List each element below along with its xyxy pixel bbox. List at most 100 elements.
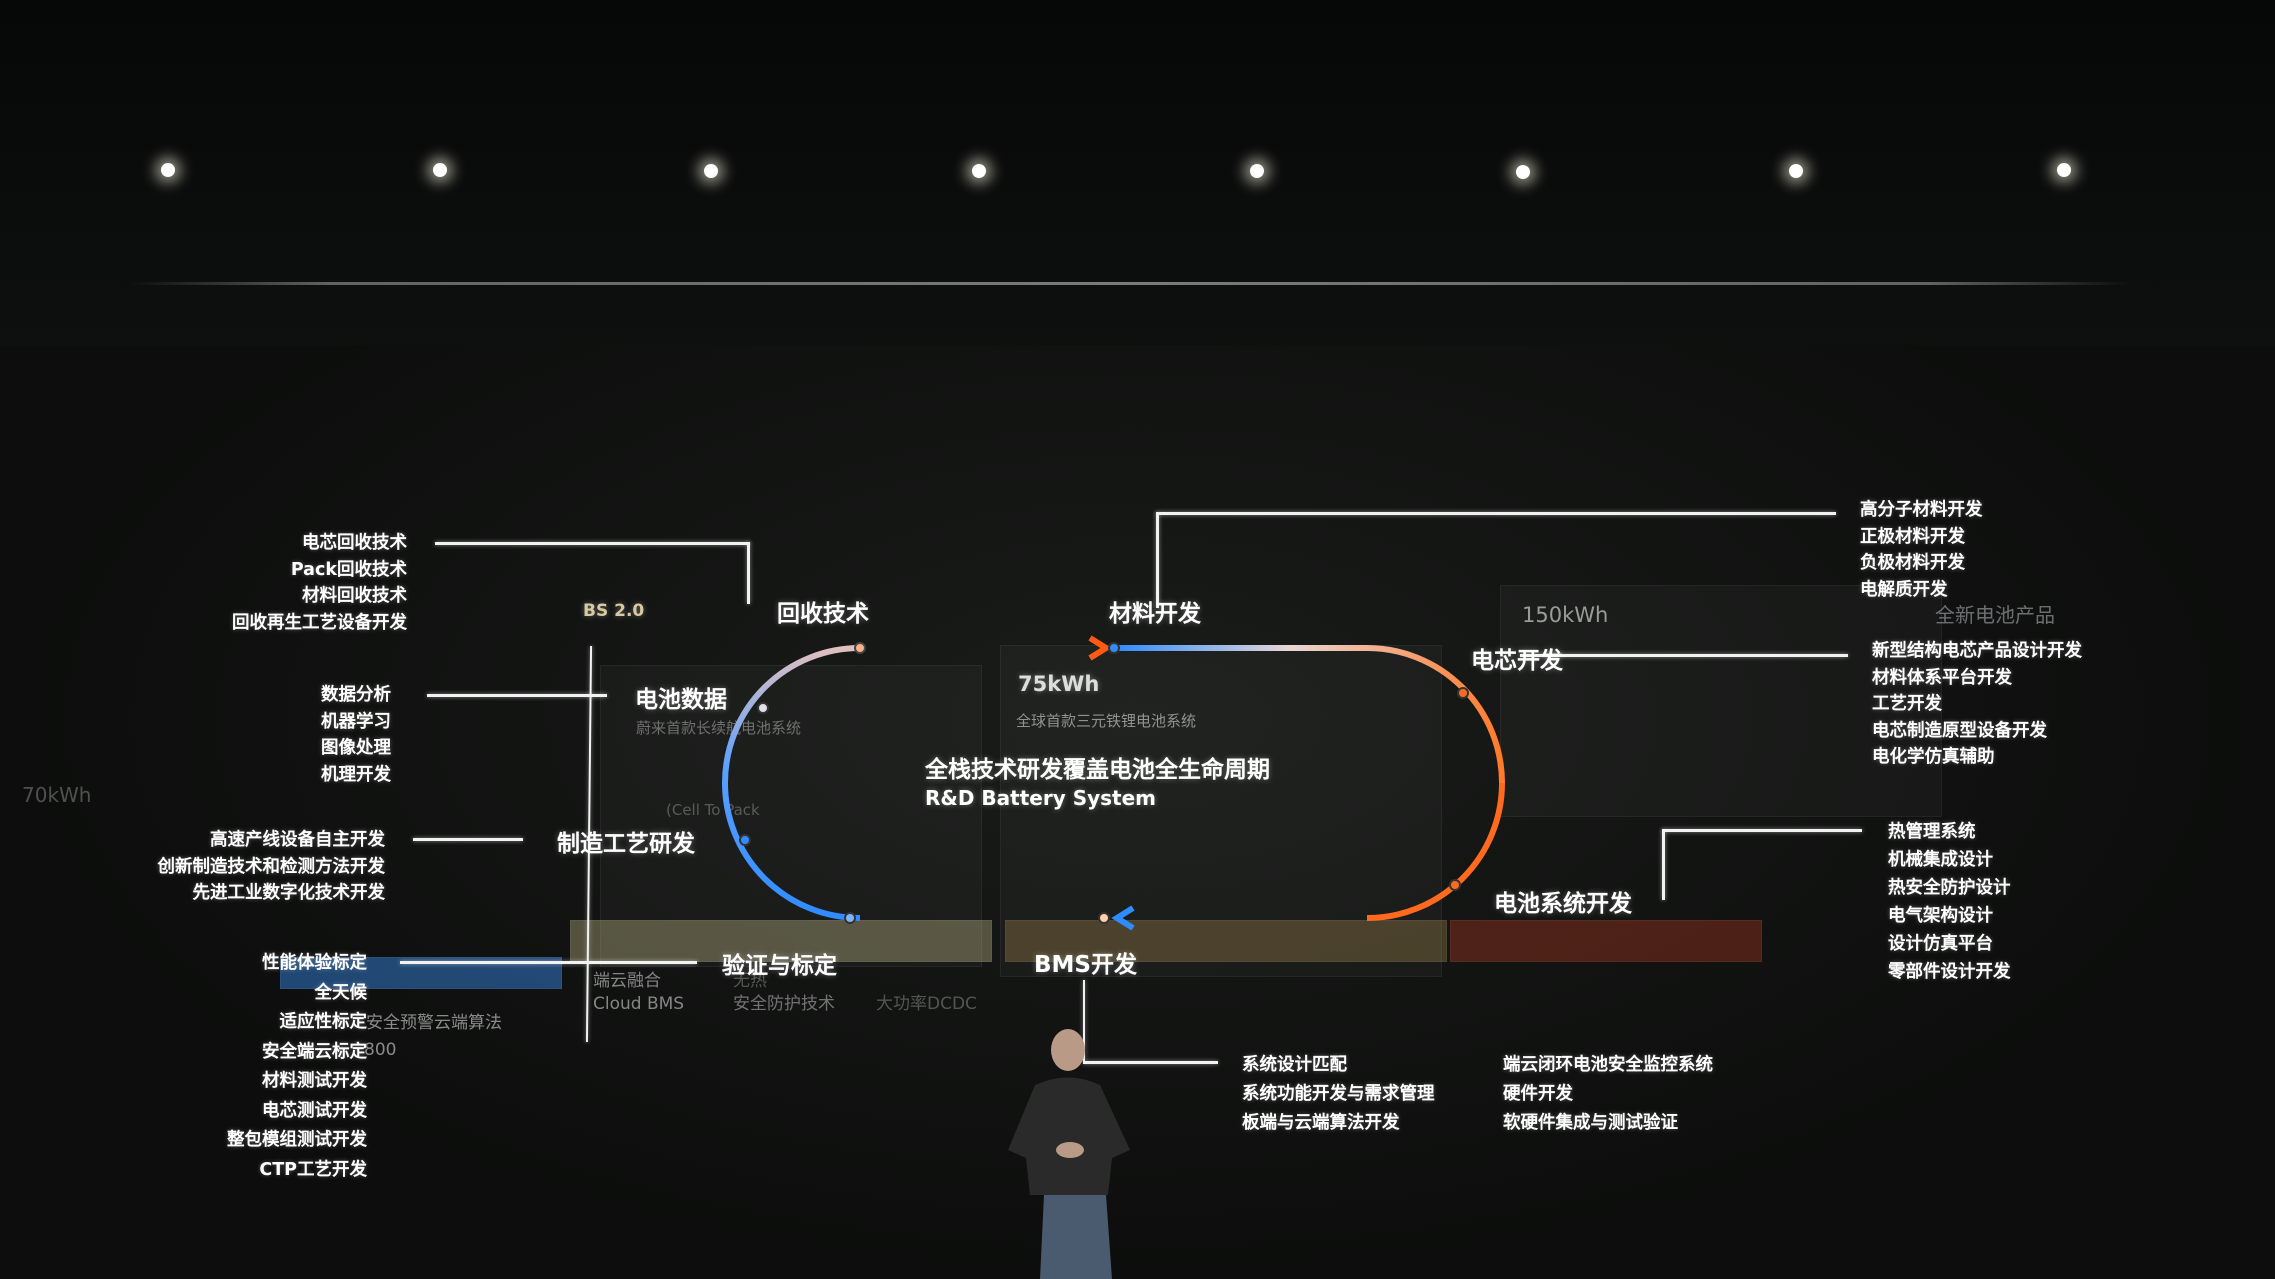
list-item: 图像处理 [321, 738, 391, 758]
kwh-70-label: 70kWh [22, 783, 92, 807]
loop-node-dot [739, 834, 751, 846]
list-item: 电气架构设计 [1888, 906, 1993, 926]
loop-node-dot [854, 642, 866, 654]
connector-recycling [435, 542, 750, 545]
safety-cn1: 无热 [733, 971, 767, 991]
list-item: 先进工业数字化技术开发 [192, 883, 386, 903]
num-800-label: 800 [364, 1040, 397, 1060]
bg-image-strip [570, 920, 992, 962]
list-item: 设计仿真平台 [1888, 934, 1993, 954]
list-item: 高分子材料开发 [1860, 500, 1983, 520]
battery-data-desc: 蔚来首款长续航电池系统 [636, 719, 802, 737]
list-item: 整包模组测试开发 [227, 1130, 367, 1150]
loop-segment-left [722, 645, 861, 921]
list-item: 回收再生工艺设备开发 [232, 612, 407, 633]
loop-segment-right [1366, 782, 1505, 921]
list-item: 电化学仿真辅助 [1872, 747, 1995, 767]
node-validation: 验证与标定 [722, 953, 837, 979]
arrow-left-icon [1111, 905, 1135, 931]
loop-node-dot [757, 702, 769, 714]
cloud-algo-label: 安全预警云端算法 [366, 1013, 502, 1033]
ceiling-light [1789, 164, 1803, 178]
list-item: 机器学习 [321, 711, 391, 732]
ceiling-light [704, 164, 718, 178]
list-item: 软硬件集成与测试验证 [1503, 1113, 1678, 1133]
loop-node-dot [844, 912, 856, 924]
kwh-150-label: 150kWh [1522, 603, 1609, 627]
list-recycling: 电芯回收技术 Pack回收技术 材料回收技术 回收再生工艺设备开发 [232, 530, 407, 636]
loop-node-dot [1457, 687, 1469, 699]
connector-battery-system [1662, 830, 1665, 900]
node-battery-system: 电池系统开发 [1494, 891, 1632, 917]
list-item: CTP工艺开发 [259, 1159, 367, 1180]
list-materials: 高分子材料开发 正极材料开发 负极材料开发 电解质开发 [1860, 497, 1983, 603]
list-item: 端云闭环电池安全监控系统 [1503, 1055, 1713, 1075]
list-item: 全天候 [314, 982, 368, 1003]
connector-bms [1083, 980, 1085, 1062]
loop-node-dot [1108, 642, 1120, 654]
list-item: 新型结构电芯产品设计开发 [1872, 641, 2082, 661]
ceiling-light [1250, 164, 1264, 178]
light-strip [130, 282, 2130, 285]
safety-cn2: 安全防护技术 [733, 994, 835, 1014]
connector-recycling [747, 542, 750, 604]
list-item: 零部件设计开发 [1888, 962, 2011, 982]
connector-validation [400, 961, 697, 964]
list-item: 电芯回收技术 [302, 533, 407, 553]
connector-bms [1083, 1061, 1218, 1064]
node-battery-data: 电池数据 [635, 687, 727, 713]
connector-battery-system [1662, 829, 1862, 832]
node-cell: 电芯开发 [1471, 648, 1563, 674]
list-item: 系统设计匹配 [1242, 1055, 1347, 1075]
list-item: 高速产线设备自主开发 [210, 830, 385, 850]
cloud-bms-en: Cloud BMS [593, 994, 685, 1014]
list-battery-system: 热管理系统 机械集成设计 热安全防护设计 电气架构设计 设计仿真平台 零部件设计… [1888, 818, 2011, 986]
connector-materials [1156, 512, 1836, 515]
list-item: 安全端云标定 [262, 1041, 367, 1062]
kwh-75-label: 75kWh [1018, 672, 1100, 696]
list-item: 电芯制造原型设备开发 [1872, 720, 2047, 741]
ceiling-light [1516, 165, 1530, 179]
dcdc-label: 大功率DCDC [876, 994, 977, 1014]
center-title-cn: 全栈技术研发覆盖电池全生命周期 [925, 757, 1270, 783]
cloud-bms-cn: 端云融合 [593, 971, 661, 991]
bg-panel [1500, 585, 1942, 817]
loop-node-dot [1098, 912, 1110, 924]
list-item: 热管理系统 [1888, 822, 1976, 842]
list-item: 创新制造技术和检测方法开发 [157, 856, 386, 877]
ceiling-light [972, 164, 986, 178]
ceiling-light [2057, 163, 2071, 177]
node-manufacturing: 制造工艺研发 [557, 831, 695, 857]
ceiling-light [161, 163, 175, 177]
list-validation: 性能体验标定 全天候 适应性标定 安全端云标定 材料测试开发 电芯测试开发 整包… [227, 949, 367, 1185]
node-materials: 材料开发 [1109, 601, 1201, 627]
list-item: 负极材料开发 [1860, 553, 1965, 573]
center-title-en: R&D Battery System [925, 786, 1157, 810]
arrow-right-icon [1088, 635, 1112, 661]
bg-image-strip [1450, 920, 1762, 962]
node-bms: BMS开发 [1034, 952, 1137, 978]
list-manufacturing: 高速产线设备自主开发 创新制造技术和检测方法开发 先进工业数字化技术开发 [158, 827, 386, 907]
list-battery-data: 数据分析 机器学习 图像处理 机理开发 [321, 682, 391, 788]
bs-version-label: BS 2.0 [583, 601, 645, 621]
list-item: 性能体验标定 [262, 953, 367, 973]
loop-segment-top-right [1115, 645, 1505, 784]
list-bms-col2: 端云闭环电池安全监控系统 硬件开发 软硬件集成与测试验证 [1503, 1051, 1713, 1138]
connector-materials [1156, 513, 1159, 608]
list-item: 硬件开发 [1503, 1084, 1573, 1104]
list-item: 机理开发 [321, 764, 391, 785]
list-item: 材料测试开发 [262, 1071, 367, 1091]
list-item: Pack回收技术 [290, 559, 407, 580]
ceiling-light [433, 163, 447, 177]
bg-image-strip [1005, 920, 1447, 962]
list-item: 板端与云端算法开发 [1242, 1113, 1400, 1133]
ctp-fragment: (Cell To Pack [666, 801, 760, 819]
list-item: 电芯测试开发 [262, 1100, 367, 1121]
kwh-75-desc: 全球首款三元铁锂电池系统 [1016, 712, 1197, 730]
list-item: 系统功能开发与需求管理 [1242, 1084, 1435, 1104]
list-item: 正极材料开发 [1860, 526, 1965, 547]
list-item: 工艺开发 [1872, 694, 1942, 714]
connector-cell [1520, 654, 1848, 657]
list-item: 热安全防护设计 [1888, 878, 2011, 898]
